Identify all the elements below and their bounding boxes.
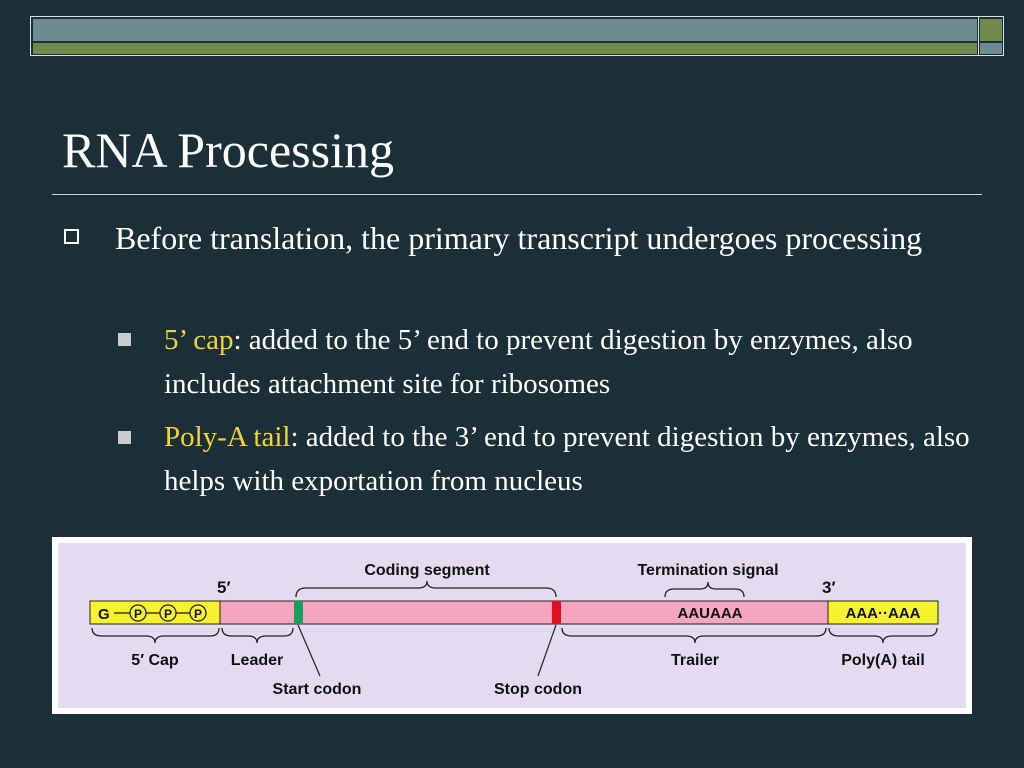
- term-cap: 5’ cap: [164, 324, 234, 356]
- sub-bullet-cap: 5’ cap: added to the 5’ end to prevent d…: [164, 318, 984, 406]
- stop-codon-label: Stop codon: [494, 681, 582, 698]
- header-decoration-bar-green: [33, 43, 977, 54]
- diagram-background: [58, 543, 966, 708]
- cap-label: 5′ Cap: [131, 652, 179, 669]
- header-decoration-square-teal: [980, 43, 1002, 54]
- three-prime-label: 3′: [822, 578, 836, 597]
- polya-tail-label: Poly(A) tail: [841, 652, 925, 669]
- coding-segment-label: Coding segment: [364, 562, 490, 579]
- signal-sequence: AAUAAA: [678, 605, 743, 622]
- start-codon-pointer: [297, 624, 321, 677]
- phosphate-label: P: [134, 607, 142, 621]
- mrna-diagram: 5′ 3′ Coding segment Termination signal …: [52, 537, 972, 714]
- sub-bullet-polya: Poly-A tail: added to the 3’ end to prev…: [164, 415, 984, 503]
- trailer-label: Trailer: [671, 652, 719, 669]
- sub-bullet-polya-text: : added to the 3’ end to prevent digesti…: [164, 421, 970, 497]
- polya-brace: [828, 627, 938, 644]
- cap-g-label: G: [98, 606, 110, 623]
- termination-signal-brace: [664, 581, 745, 598]
- square-bullet-icon: [118, 333, 131, 346]
- start-codon-label: Start codon: [273, 681, 362, 698]
- polya-sequence: AAA··AAA: [846, 605, 921, 622]
- start-codon-mark: [294, 601, 303, 624]
- termination-signal-label: Termination signal: [637, 562, 778, 579]
- coding-segment-brace: [295, 580, 557, 598]
- cap-brace: [91, 627, 220, 644]
- leader-label: Leader: [231, 652, 283, 669]
- phosphate-icon: [189, 604, 207, 622]
- header-decoration-frame: [30, 16, 1004, 56]
- five-prime-label: 5′: [217, 578, 231, 597]
- main-bullet: Before translation, the primary transcri…: [115, 220, 923, 256]
- phosphate-label: P: [194, 607, 202, 621]
- trailer-brace: [561, 627, 827, 644]
- mrna-diagram-svg: 5′ 3′ Coding segment Termination signal …: [58, 543, 966, 708]
- leader-brace: [221, 627, 294, 644]
- square-bullet-icon: [118, 431, 131, 444]
- stop-codon-pointer: [537, 624, 557, 677]
- sub-bullet-cap-text: : added to the 5’ end to prevent digesti…: [164, 324, 913, 400]
- header-decoration-square-green: [980, 19, 1002, 41]
- phosphate-label: P: [164, 607, 172, 621]
- stop-codon-mark: [552, 601, 561, 624]
- header-decoration-bar-teal: [33, 19, 977, 41]
- polya-region: [827, 600, 939, 625]
- slide-title: RNA Processing: [62, 122, 394, 178]
- term-polya: Poly-A tail: [164, 421, 291, 453]
- title-divider: [52, 194, 982, 195]
- header-decoration-divider: [978, 16, 979, 56]
- hollow-square-bullet-icon: [64, 229, 79, 244]
